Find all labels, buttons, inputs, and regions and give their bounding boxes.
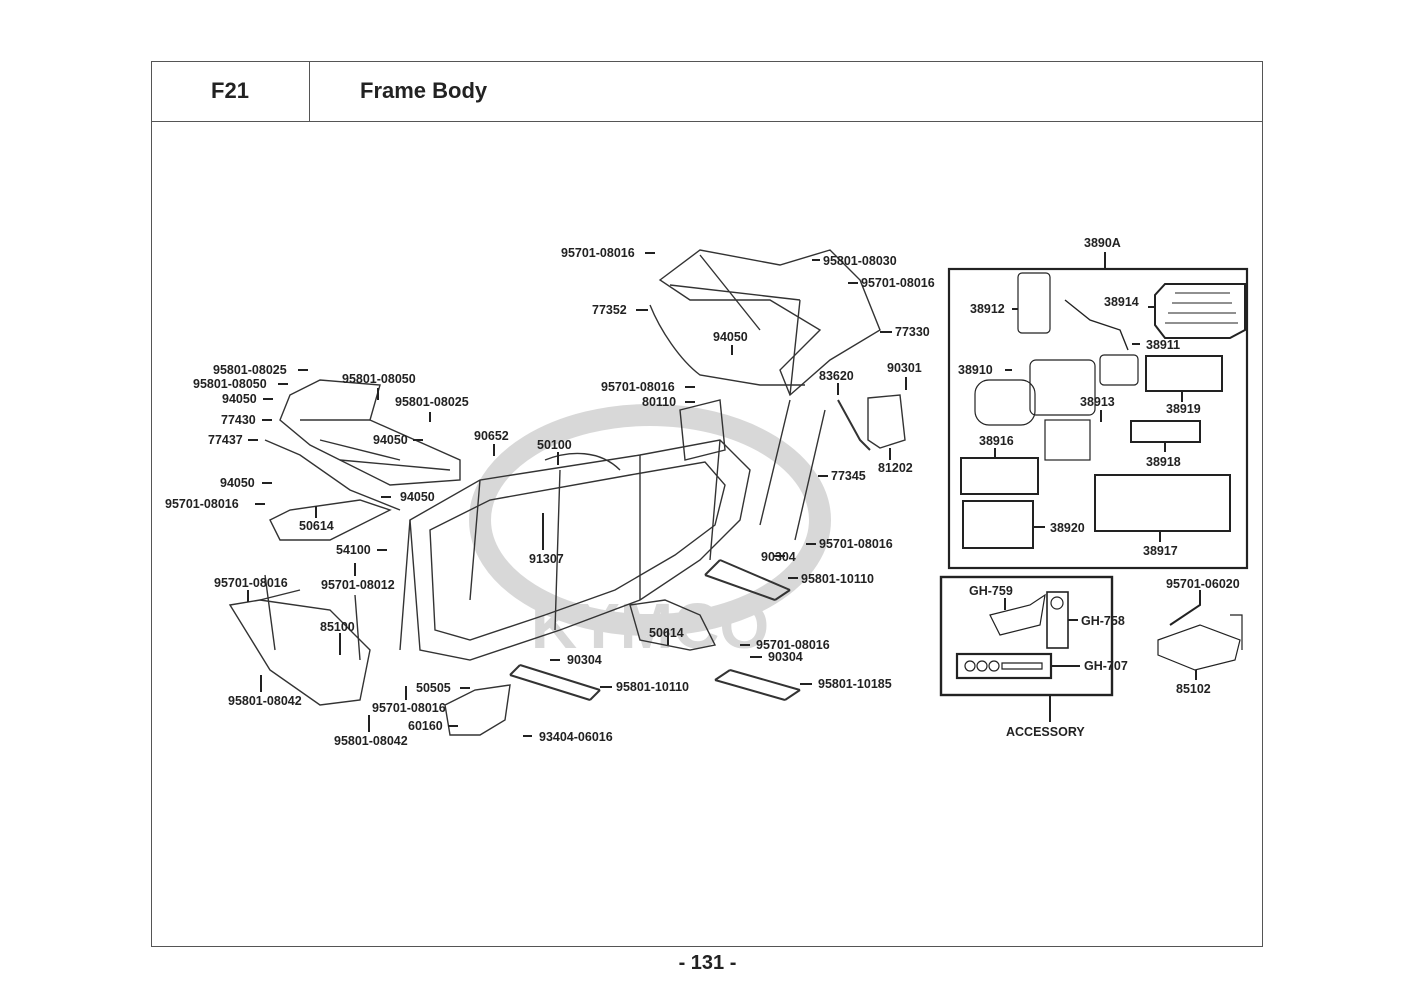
callout-front-rack: 77430	[221, 413, 256, 427]
callout-fairlead: 38913	[1080, 395, 1115, 409]
callout-front-nut-d: 94050	[400, 490, 435, 504]
callout-bumper-bolt-left: 95701-08016	[214, 576, 288, 590]
callout-plate: 81202	[878, 461, 913, 475]
callout-harness: 38911	[1146, 338, 1181, 352]
callout-front-bolt-a: 95801-08025	[213, 363, 287, 377]
callout-bottom-long-bolt-right: 95801-10185	[818, 677, 892, 691]
callout-front-bolt-b: 95801-08050	[193, 377, 267, 391]
accessory-label: ACCESSORY	[1006, 725, 1085, 739]
callout-mount-plate: 85102	[1176, 682, 1211, 696]
callout-center-bolt-upper: 95701-08016	[601, 380, 675, 394]
section-code: F21	[151, 61, 310, 122]
callout-winch-kit: 3890A	[1084, 236, 1121, 250]
callout-front-bolt-d: 95801-08025	[395, 395, 469, 409]
callout-bottom-bolt-right: 95701-08016	[756, 638, 830, 652]
callout-rear-rack-nut: 94050	[713, 330, 748, 344]
callout-bumper-bracket: 54100	[336, 543, 371, 557]
page-number: - 131 -	[678, 952, 737, 974]
section-title: Frame Body	[310, 61, 1263, 122]
callout-bottom-nut-right: 90304	[768, 650, 803, 664]
callout-winch-switch: 38912	[970, 302, 1005, 316]
callout-nut-clip: 90301	[887, 361, 922, 375]
callout-rear-rack-bolt-right-top: 95801-08030	[823, 254, 897, 268]
callout-rear-rack: 77330	[895, 325, 930, 339]
callout-front-nut-b: 94050	[373, 433, 408, 447]
callout-front-bolt-c: 95801-08050	[342, 372, 416, 386]
callout-center-bracket: 80110	[642, 395, 677, 409]
callout-front-nut-a: 94050	[222, 392, 257, 406]
callout-center-clip: 90652	[474, 429, 509, 443]
diagram-frame	[151, 61, 1263, 947]
callout-rear-rack-bolt-left: 95701-08016	[561, 246, 635, 260]
callout-grommet: 91307	[529, 552, 564, 566]
callout-front-bolt-e: 95701-08016	[165, 497, 239, 511]
callout-main-frame: 50100	[537, 438, 572, 452]
callout-bottom-nut-left: 90304	[567, 653, 602, 667]
callout-bumper-bolt-mid: 95701-08016	[372, 701, 446, 715]
callout-mount-bolt: 95701-06020	[1166, 577, 1240, 591]
callout-receiver: GH-759	[969, 584, 1013, 598]
callout-bumper-bolt-lower: 95801-08042	[334, 734, 408, 748]
callout-terminals: 38919	[1166, 402, 1201, 416]
callout-strap: 38920	[1050, 521, 1085, 535]
callout-rear-rack-bolt-right: 95701-08016	[861, 276, 935, 290]
callout-skid-guard: 60160	[408, 719, 443, 733]
callout-center-long-bolt: 95801-10110	[801, 572, 874, 586]
callout-cable-set: 38914	[1104, 295, 1139, 309]
callout-shackle: 38917	[1143, 544, 1178, 558]
callout-hardware: 38916	[979, 434, 1014, 448]
callout-guard-screw: 93404-06016	[539, 730, 613, 744]
callout-footrest-left: 50614	[299, 519, 334, 533]
callout-hook: 38918	[1146, 455, 1181, 469]
callout-rear-rack-support: 77352	[592, 303, 627, 317]
callout-bottom-long-bolt-left: 95801-10110	[616, 680, 689, 694]
callout-front-nut-c: 94050	[220, 476, 255, 490]
callout-bumper-bolt-lower-left: 95801-08042	[228, 694, 302, 708]
callout-footrest-right: 50614	[649, 626, 684, 640]
callout-bumper-bolt-small: 95701-08012	[321, 578, 395, 592]
callout-front-bar: 77437	[208, 433, 243, 447]
callout-center-nut: 90304	[761, 550, 796, 564]
callout-center-bracket-right: 83620	[819, 369, 854, 383]
callout-mount: 50505	[416, 681, 451, 695]
callout-pin-set: GH-707	[1084, 659, 1128, 673]
callout-stay: 77345	[831, 469, 866, 483]
callout-winch: 38910	[958, 363, 993, 377]
callout-front-bumper: 85100	[320, 620, 355, 634]
callout-center-bolt-lower: 95701-08016	[819, 537, 893, 551]
callout-ball: GH-758	[1081, 614, 1125, 628]
